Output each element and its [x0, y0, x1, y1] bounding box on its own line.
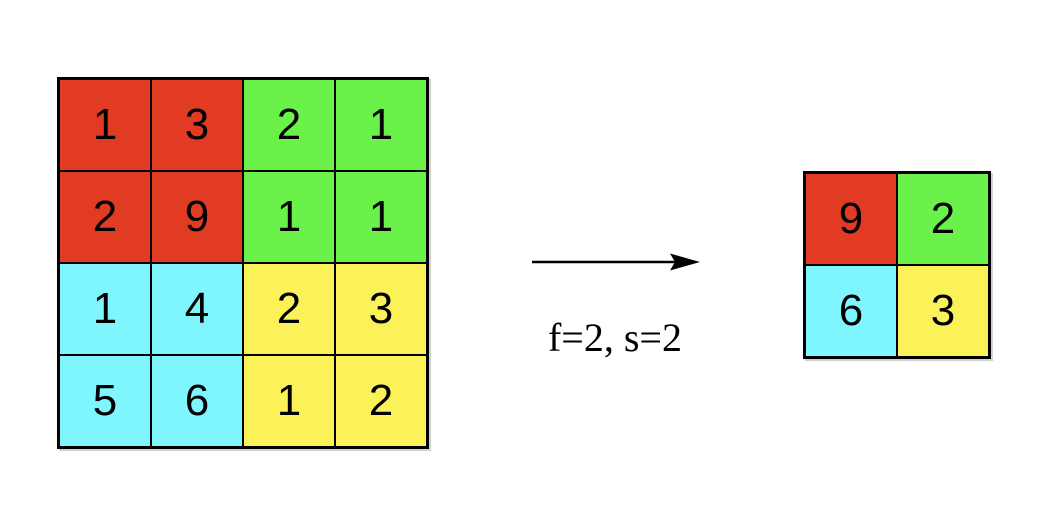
input-cell-r3c1: 6: [152, 356, 242, 446]
input-cell-r1c2: 1: [244, 172, 334, 262]
input-cell-r3c2: 1: [244, 356, 334, 446]
pooling-params-label: f=2, s=2: [547, 315, 682, 360]
input-cell-r1c3: 1: [336, 172, 426, 262]
input-cell-r1c0: 2: [60, 172, 150, 262]
input-cell-r1c1: 9: [152, 172, 242, 262]
output-cell-r1c1: 3: [898, 266, 988, 356]
input-cell-r2c2: 2: [244, 264, 334, 354]
input-cell-r0c2: 2: [244, 80, 334, 170]
output-grid: 9 2 6 3: [803, 171, 991, 359]
input-cell-r2c0: 1: [60, 264, 150, 354]
input-cell-r0c3: 1: [336, 80, 426, 170]
input-cell-r3c0: 5: [60, 356, 150, 446]
output-cell-r0c0: 9: [806, 174, 896, 264]
input-cell-r2c1: 4: [152, 264, 242, 354]
input-cell-r2c3: 3: [336, 264, 426, 354]
input-cell-r0c1: 3: [152, 80, 242, 170]
input-cell-r0c0: 1: [60, 80, 150, 170]
output-cell-r0c1: 2: [898, 174, 988, 264]
input-cell-r3c3: 2: [336, 356, 426, 446]
output-cell-r1c0: 6: [806, 266, 896, 356]
input-grid: 1 3 2 1 2 9 1 1 1 4 2 3 5 6 1 2: [57, 77, 429, 449]
arrow-icon: [528, 247, 708, 279]
